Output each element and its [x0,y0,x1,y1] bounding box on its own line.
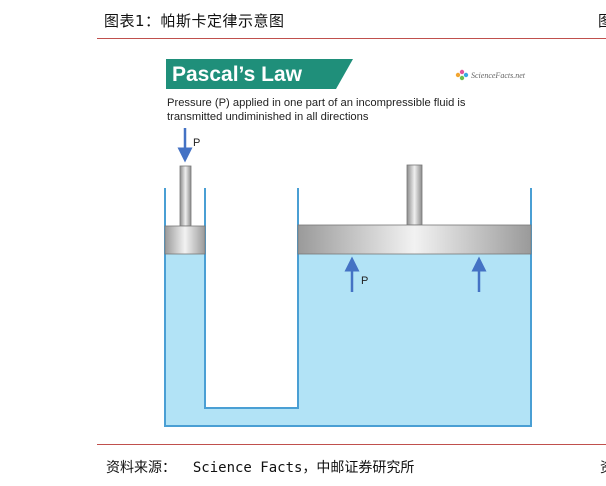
transmitted-pressure-label: P [361,275,368,287]
science-facts-logo: ScienceFacts.net [455,69,526,81]
title-banner [166,59,353,89]
figure-caption: 图表1：帕斯卡定律示意图 [104,12,285,30]
diagram-title: Pascal’s Law [172,63,303,86]
u-tube-divider [204,188,299,409]
small-piston-rod [179,165,192,227]
pascal-law-diagram: Pascal’s Law ScienceFacts.net Pressure (… [164,59,532,427]
large-piston-rod [406,164,423,226]
description-line-1: Pressure (P) applied in one part of an i… [167,97,466,109]
edge-glyph-top: 图 [598,12,606,30]
edge-glyph-bottom: 资 [600,457,606,477]
small-piston [164,225,206,255]
fluid [165,254,531,426]
applied-pressure-label: P [193,137,200,149]
bottom-rule [97,444,606,445]
large-piston [297,224,532,255]
container-outline [164,188,532,427]
source-note: 资料来源： Science Facts，中邮证券研究所 [106,460,415,476]
top-rule [97,38,606,39]
brand-text: ScienceFacts.net [471,71,526,80]
description-line-2: transmitted undiminished in all directio… [167,111,369,123]
